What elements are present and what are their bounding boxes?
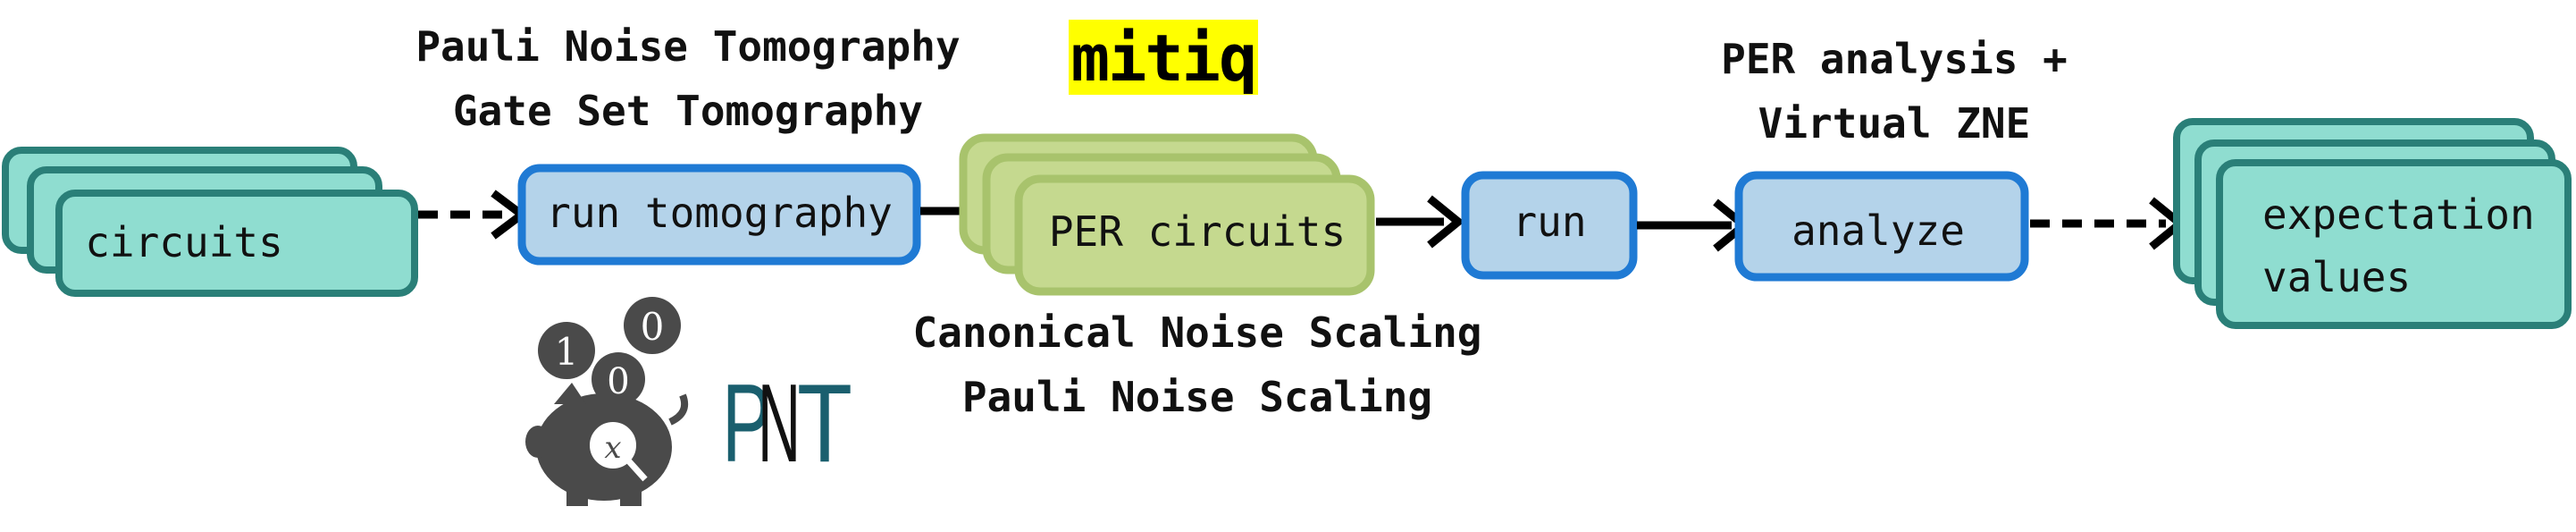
analyze-label: analyze xyxy=(1791,207,1965,255)
run-node: run xyxy=(1461,171,1638,280)
piggy-bank-logo: 1 0 0 x xyxy=(525,297,689,506)
arrow-per-to-run xyxy=(1376,195,1465,249)
arrow-circuits-to-tomography xyxy=(418,190,529,240)
run-tomography-label: run tomography xyxy=(546,189,893,237)
pnt-logo-n: N xyxy=(758,362,801,486)
belly-variable: x xyxy=(604,430,621,466)
expectation-values-label-line1: expectation xyxy=(2262,190,2535,239)
tomography-annotation-line1: Pauli Noise Tomography xyxy=(415,22,960,71)
analyze-node: analyze xyxy=(1734,171,2029,282)
coin-2: 0 xyxy=(641,305,665,349)
run-label: run xyxy=(1512,198,1586,246)
circuits-node: circuits xyxy=(2,147,418,297)
circuits-label: circuits xyxy=(85,218,283,266)
expectation-values-label-line2: values xyxy=(2262,253,2411,301)
coin-1: 1 xyxy=(555,330,579,374)
run-tomography-node: run tomography xyxy=(517,164,921,266)
arrow-analyze-to-expectation xyxy=(2030,197,2187,250)
per-circuits-label: PER circuits xyxy=(1049,207,1346,256)
pnt-logo: P N T xyxy=(722,362,852,486)
scaling-annotation-line2: Pauli Noise Scaling xyxy=(962,373,1432,421)
mitiq-logo: mitiq xyxy=(1069,20,1258,96)
per-circuits-node: PER circuits xyxy=(959,133,1375,296)
mitiq-logo-text: mitiq xyxy=(1071,21,1256,96)
expectation-values-node: expectation values xyxy=(2173,118,2572,329)
arrow-run-to-analyze xyxy=(1637,198,1751,252)
analysis-annotation-line1: PER analysis + xyxy=(1721,35,2068,83)
tomography-annotation-line2: Gate Set Tomography xyxy=(453,87,923,135)
pnt-logo-t: T xyxy=(797,362,852,486)
analysis-annotation-line2: Virtual ZNE xyxy=(1758,99,2031,148)
scaling-annotation-line1: Canonical Noise Scaling xyxy=(913,308,1482,357)
